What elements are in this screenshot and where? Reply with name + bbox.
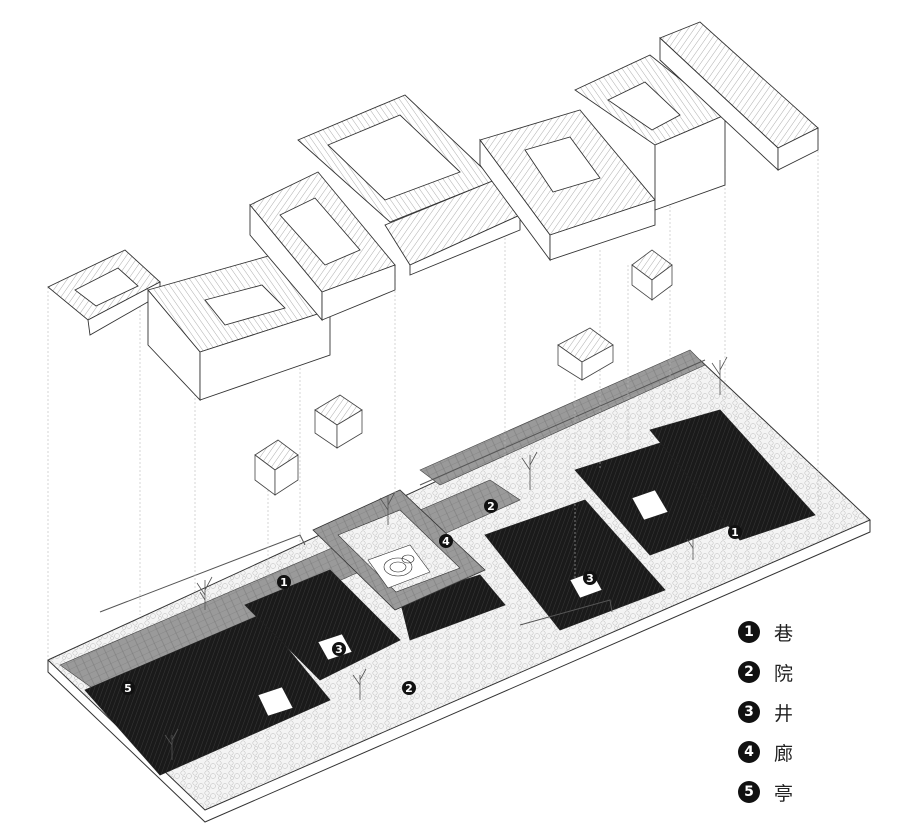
marker-3-b: 3 [583,571,597,585]
legend: 1 巷 2 院 3 井 4 廊 5 亭 [738,612,858,812]
legend-number: 3 [738,701,760,723]
marker-2-b: 2 [402,681,416,695]
marker-1-b: 1 [728,525,742,539]
svg-text:5: 5 [124,682,132,695]
ripple [383,557,413,577]
legend-number: 2 [738,661,760,683]
marker-2-a: 2 [484,499,498,513]
svg-text:4: 4 [442,535,450,548]
legend-label: 井 [774,702,794,725]
courtyard-dark [84,614,331,776]
site-edge [47,520,871,823]
ripple [401,554,415,564]
svg-text:3: 3 [586,572,594,585]
svg-text:2: 2 [405,682,413,695]
legend-number: 4 [738,741,760,763]
water-basin [367,544,431,589]
marker-5: 5 [121,681,135,695]
courtyard-dark [244,569,401,681]
legend-item-lane: 1 巷 [738,612,858,652]
legend-label: 廊 [774,742,794,765]
svg-text:1: 1 [731,526,739,539]
legend-label: 亭 [774,782,794,805]
legend-number: 1 [738,621,760,643]
courtyard-dark [649,409,816,541]
legend-item-courtyard: 2 院 [738,652,858,692]
legend-item-pavilion: 5 亭 [738,772,858,812]
well-light [631,489,669,521]
marker-1-a: 1 [277,575,291,589]
site-plan [47,349,871,823]
well-volumes [254,249,673,496]
legend-label: 院 [774,662,794,685]
legend-item-corridor: 4 廊 [738,732,858,772]
low-wall [419,359,706,486]
legend-number: 5 [738,781,760,803]
low-wall [519,599,613,626]
well-light [257,686,294,717]
svg-text:2: 2 [487,500,495,513]
marker-4: 4 [439,534,453,548]
low-wall [99,534,306,613]
legend-item-well: 3 井 [738,692,858,732]
svg-text:1: 1 [280,576,288,589]
svg-text:3: 3 [335,643,343,656]
roofs [47,21,819,402]
ripple [389,561,407,573]
tree [164,356,728,760]
legend-label: 巷 [774,622,794,645]
marker-3-a: 3 [332,642,346,656]
